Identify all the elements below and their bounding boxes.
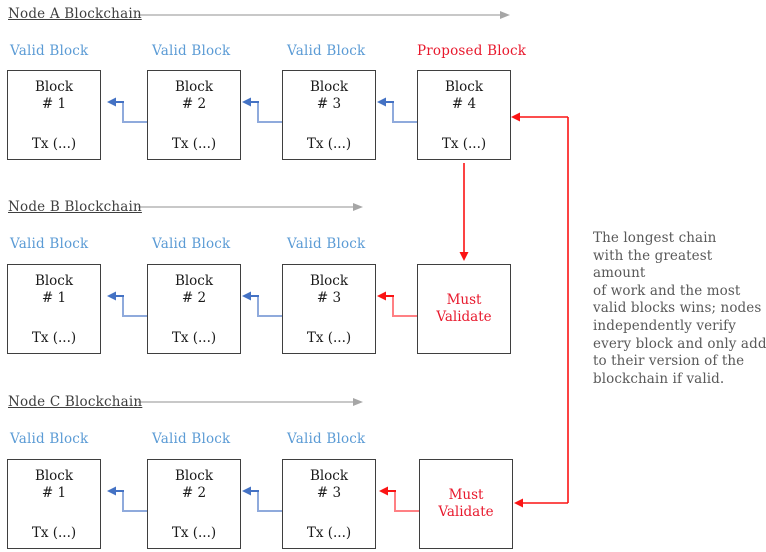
- red-link-arrow-b: [377, 291, 417, 317]
- block-number: # 3: [316, 96, 342, 112]
- block-title: Block: [34, 273, 74, 289]
- node-b-heading: Node B Blockchain: [8, 199, 142, 215]
- block-tx: Tx (...): [171, 525, 217, 541]
- chain-arrow-node-c: [138, 398, 363, 406]
- label-valid-block-b3: Valid Block: [287, 236, 366, 252]
- must-validate-box-b: Must Validate: [417, 264, 511, 354]
- block-title: Block: [309, 273, 349, 289]
- block-tx: Tx (...): [306, 330, 352, 346]
- block-tx: Tx (...): [31, 136, 77, 152]
- note-line: blockchain if valid.: [593, 370, 725, 387]
- block-title: Block: [34, 79, 74, 95]
- blue-link-arrow-a1: [107, 97, 147, 123]
- block-title: Block: [444, 79, 484, 95]
- note-line: valid blocks wins; nodes: [593, 300, 762, 317]
- block-title: Block: [34, 468, 74, 484]
- node-c-heading: Node C Blockchain: [8, 394, 143, 410]
- blue-link-arrow-b2: [242, 291, 282, 317]
- block-a3: Block # 3 Tx (...): [282, 70, 376, 160]
- must-validate-line1: Must: [446, 292, 482, 308]
- block-tx: Tx (...): [31, 330, 77, 346]
- block-b3: Block # 3 Tx (...): [282, 264, 376, 354]
- block-number: # 1: [41, 96, 67, 112]
- label-valid-block-c3: Valid Block: [287, 431, 366, 447]
- block-number: # 2: [181, 485, 207, 501]
- block-title: Block: [309, 79, 349, 95]
- must-validate-box-c: Must Validate: [419, 459, 513, 549]
- block-c3: Block # 3 Tx (...): [282, 459, 376, 549]
- block-tx: Tx (...): [171, 330, 217, 346]
- blue-link-arrow-c1: [107, 486, 147, 512]
- label-valid-block-c2: Valid Block: [152, 431, 231, 447]
- label-proposed-block: Proposed Block: [417, 43, 527, 59]
- block-tx: Tx (...): [31, 525, 77, 541]
- block-a4-proposed: Block # 4 Tx (...): [417, 70, 511, 160]
- block-title: Block: [174, 468, 214, 484]
- node-a-heading: Node A Blockchain: [8, 6, 142, 22]
- block-a1: Block # 1 Tx (...): [7, 70, 101, 160]
- note-line: with the greatest amount: [593, 247, 713, 282]
- block-b1: Block # 1 Tx (...): [7, 264, 101, 354]
- block-number: # 1: [41, 485, 67, 501]
- block-number: # 1: [41, 290, 67, 306]
- block-number: # 4: [451, 96, 477, 112]
- label-valid-block-c1: Valid Block: [10, 431, 89, 447]
- blue-link-arrow-c2: [242, 486, 282, 512]
- blue-link-arrow-a3: [377, 97, 417, 123]
- block-number: # 2: [181, 96, 207, 112]
- block-tx: Tx (...): [306, 525, 352, 541]
- note-line: every block and only add: [593, 335, 766, 352]
- label-valid-block-a3: Valid Block: [287, 43, 366, 59]
- block-title: Block: [309, 468, 349, 484]
- block-tx: Tx (...): [171, 136, 217, 152]
- red-long-connector: [511, 112, 569, 508]
- block-a2: Block # 2 Tx (...): [147, 70, 241, 160]
- block-tx: Tx (...): [441, 136, 487, 152]
- block-c2: Block # 2 Tx (...): [147, 459, 241, 549]
- must-validate-line2: Validate: [438, 504, 494, 520]
- note-line: independently verify: [593, 317, 736, 334]
- block-tx: Tx (...): [306, 136, 352, 152]
- chain-arrow-node-a: [138, 11, 510, 19]
- block-c1: Block # 1 Tx (...): [7, 459, 101, 549]
- chain-arrow-node-b: [138, 203, 363, 211]
- block-number: # 2: [181, 290, 207, 306]
- block-title: Block: [174, 273, 214, 289]
- label-valid-block-a1: Valid Block: [10, 43, 89, 59]
- red-propagate-arrow-down: [459, 163, 469, 261]
- block-b2: Block # 2 Tx (...): [147, 264, 241, 354]
- blue-link-arrow-a2: [242, 97, 282, 123]
- must-validate-line2: Validate: [436, 309, 492, 325]
- must-validate-line1: Must: [448, 487, 484, 503]
- note-line: to their version of the: [593, 353, 745, 370]
- red-link-arrow-c: [379, 486, 419, 512]
- note-line: of work and the most: [593, 282, 741, 299]
- note-text: The longest chain with the greatest amou…: [593, 230, 766, 388]
- blue-link-arrow-b1: [107, 291, 147, 317]
- block-title: Block: [174, 79, 214, 95]
- block-number: # 3: [316, 485, 342, 501]
- label-valid-block-a2: Valid Block: [152, 43, 231, 59]
- block-number: # 3: [316, 290, 342, 306]
- label-valid-block-b1: Valid Block: [10, 236, 89, 252]
- label-valid-block-b2: Valid Block: [152, 236, 231, 252]
- note-line: The longest chain: [593, 230, 717, 246]
